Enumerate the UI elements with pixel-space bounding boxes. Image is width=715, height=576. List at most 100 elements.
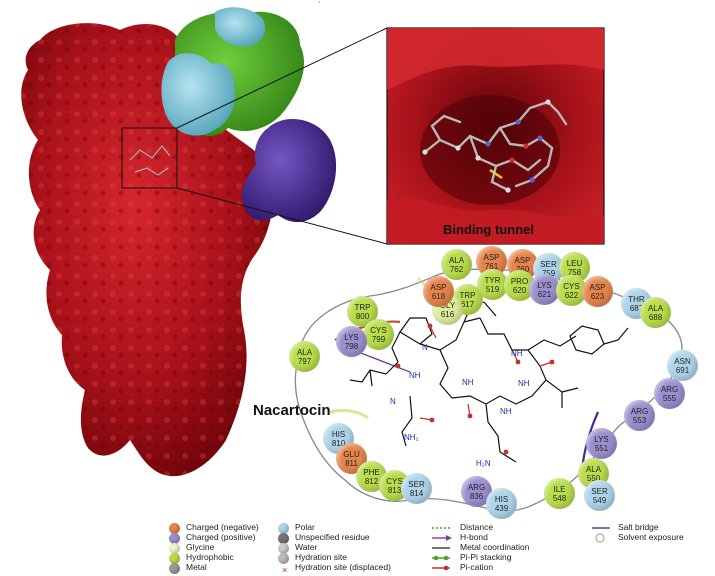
residue-number: 688 — [648, 312, 663, 322]
binding-site-box — [121, 127, 178, 189]
residue-number: 762 — [449, 264, 464, 274]
residue-name: LYS — [537, 280, 552, 290]
atom-label-nh-3: NH — [518, 379, 530, 388]
legend-swatch-hydrophobic — [169, 553, 180, 564]
protein-domain-purple — [242, 118, 337, 223]
residue-number: 836 — [469, 491, 484, 501]
callout-line-bottom — [176, 187, 388, 245]
residue-number: 617 — [460, 299, 475, 309]
solvent-exposure-halo — [329, 408, 369, 420]
residue-number: 800 — [355, 311, 370, 321]
residue-name: LYS — [344, 332, 359, 342]
residue-name: ALA — [585, 464, 602, 474]
residue-name: ASP — [589, 282, 606, 292]
residue-number: 616 — [440, 309, 455, 319]
residue-name: TYR — [484, 275, 501, 285]
residue-name: ARG — [660, 384, 679, 394]
residue-name: HIS — [331, 429, 346, 439]
residue-number: 813 — [387, 485, 402, 495]
atom-label-nh-2: NH — [462, 378, 474, 387]
legend-swatch-water — [278, 543, 289, 554]
atom-label-nh2-gln: H₂N — [476, 459, 491, 468]
residue-name: GLY — [439, 300, 456, 310]
residue-number: 798 — [344, 341, 359, 351]
residue-number: 759 — [541, 268, 556, 278]
residue-name: THR — [628, 294, 645, 304]
protein-domain-cyan-top — [215, 7, 266, 47]
legend-swatch-polar — [278, 523, 289, 534]
legend-solvent-exposure: Solvent exposure — [618, 532, 684, 542]
residue-number: 758 — [567, 267, 582, 277]
residue-number: 439 — [494, 503, 509, 513]
residue-name: CYS — [386, 476, 403, 486]
residue-number: 551 — [594, 443, 609, 453]
residue-number: 811 — [345, 458, 358, 468]
residue-number: 620 — [512, 285, 527, 295]
ligand-stick-model — [423, 100, 568, 192]
residue-name: CYS — [370, 325, 387, 335]
legend-polar: Polar — [295, 522, 315, 532]
residue-name: SER — [408, 479, 425, 489]
atom-label-nh-5: NH — [500, 407, 512, 416]
residue-name: TRP — [354, 302, 371, 312]
legend-swatch-metal — [169, 563, 180, 574]
legend-pi-pi-stacking: Pi-Pi stacking — [460, 552, 512, 562]
residue-number: 618 — [431, 291, 446, 301]
ligand-atoms — [422, 99, 551, 193]
legend-line-symbols: × — [282, 527, 610, 575]
legend-swatch-hydration — [278, 553, 289, 564]
residue-name: ASP — [430, 282, 447, 292]
residue-name: LEU — [566, 258, 583, 268]
residue-number: 553 — [632, 415, 647, 425]
residue-name: ARG — [467, 482, 486, 492]
residue-number: 555 — [662, 393, 677, 403]
residue-number: 691 — [675, 365, 690, 375]
atom-label-nh-1: NH — [409, 371, 421, 380]
residue-name: ASP — [483, 252, 500, 262]
atom-label-n-proline: N — [422, 343, 428, 352]
legend-pi-cation: Pi-cation — [460, 562, 494, 572]
header-fragment: , — [318, 0, 321, 4]
residue-number: 814 — [409, 488, 424, 498]
legend-salt-bridge: Salt bridge — [618, 522, 659, 532]
binding-tunnel-label: Binding tunnel — [443, 222, 534, 237]
protein-surface — [21, 23, 274, 477]
residue-number: 548 — [552, 493, 567, 503]
ligand-oxygens — [395, 323, 555, 455]
atom-label-n-asn: N — [390, 397, 396, 406]
legend-distance: Distance — [460, 522, 494, 532]
residue-name: PRO — [510, 276, 529, 286]
residue-name: ILE — [553, 484, 566, 494]
legend-glycine: Glycine — [186, 542, 215, 552]
atom-label-nh2-asn: NH₂ — [404, 433, 419, 442]
residue-name: ARG — [630, 406, 649, 416]
legend-metal: Metal — [186, 562, 207, 572]
residue-name: ALA — [448, 255, 465, 265]
svg-text:×: × — [282, 565, 287, 575]
binding-site-ligand-preview — [129, 145, 171, 176]
ligand-name-label: Nacartocin — [253, 402, 331, 419]
legend-swatch-glycine — [169, 543, 180, 554]
ligand-2d-structure — [349, 301, 629, 463]
residue-number: 687 — [629, 303, 644, 313]
legend-hydrophobic: Hydrophobic — [186, 552, 234, 562]
protein-domain-cyan — [161, 53, 235, 136]
residue-name: SER — [591, 486, 608, 496]
residue-name: GLU — [343, 449, 360, 459]
residue-name: TRP — [459, 290, 476, 300]
